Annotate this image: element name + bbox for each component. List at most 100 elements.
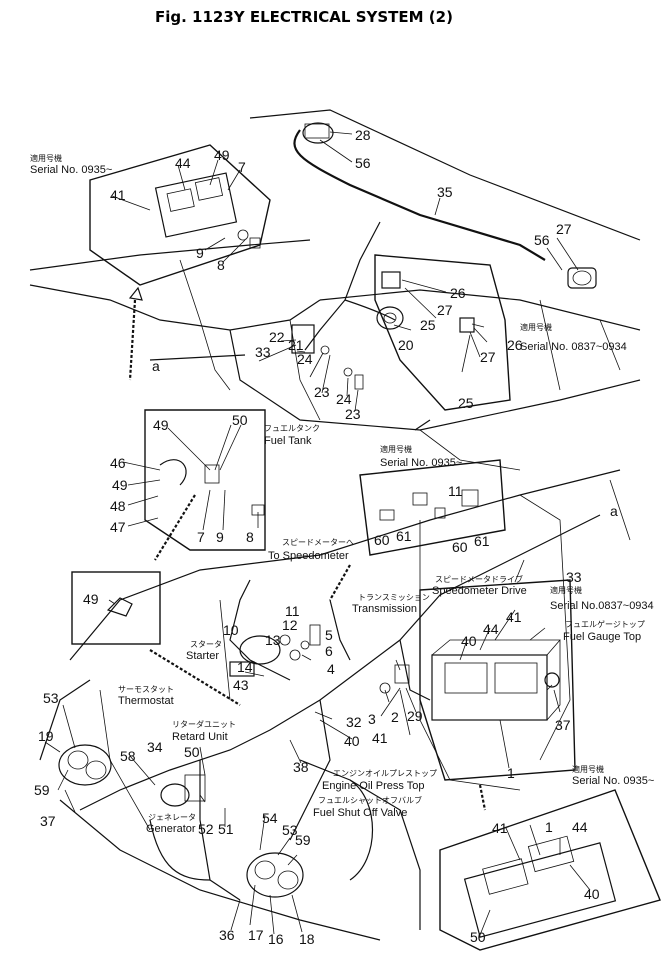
engine-oil-jp: エンジンオイルプレストップ xyxy=(333,769,437,778)
fuel-shut-off-jp: フュエルシャットオフバルブ xyxy=(318,795,422,805)
part-14: 14 xyxy=(237,659,253,675)
inset-rl-serial: Serial No.0837~0934 xyxy=(550,600,654,612)
figure-title: Fig. 1123Y ELECTRICAL SYSTEM (2) xyxy=(155,8,453,26)
speedometer-drive-en: Speedometer Drive xyxy=(432,585,527,597)
transmission-jp: トランスミッション xyxy=(358,593,430,602)
part-19: 19 xyxy=(38,728,54,744)
starter-en: Starter xyxy=(186,650,219,662)
to-speedometer-jp: スピードメーターへ xyxy=(282,538,354,547)
part-49: 49 xyxy=(214,147,230,163)
part-9: 9 xyxy=(196,245,204,261)
part-25b: 25 xyxy=(458,395,474,411)
part-33b: 33 xyxy=(566,569,582,585)
part-56: 56 xyxy=(355,155,371,171)
part-10: 10 xyxy=(223,622,239,638)
part-42: 41 xyxy=(110,187,126,203)
thermostat-en: Thermostat xyxy=(118,695,174,707)
part-49b: 49 xyxy=(153,417,169,433)
part-42c: 41 xyxy=(506,609,522,625)
part-26b: 26 xyxy=(507,337,523,353)
inset-ul-jp: 適用号機 xyxy=(30,153,62,163)
part-5: 5 xyxy=(325,627,333,643)
connection-markers: a a xyxy=(152,358,618,519)
part-45: 46 xyxy=(110,455,126,471)
part-55: 54 xyxy=(262,810,278,826)
part-25: 25 xyxy=(420,317,436,333)
part-56b: 56 xyxy=(534,232,550,248)
retard-unit-en: Retard Unit xyxy=(172,731,228,743)
starter-jp: スタータ xyxy=(190,640,222,649)
part-51: 50 xyxy=(184,744,200,760)
part-13: 13 xyxy=(265,632,281,648)
inset-frames xyxy=(71,144,661,951)
callout-labels: フュエルタンク Fuel Tank スピードメーターへ To Speedomet… xyxy=(118,424,645,835)
part-54b: 53 xyxy=(282,822,298,838)
inset-rm-jp: 適用号機 xyxy=(520,322,552,332)
part-11: 11 xyxy=(448,483,463,499)
part-22: 22 xyxy=(269,329,285,345)
part-36: 36 xyxy=(219,927,235,943)
retard-unit-jp: リターダユニット xyxy=(172,719,236,729)
part-52: 51 xyxy=(218,821,234,837)
part-48: 49 xyxy=(112,477,128,493)
part-43: 44 xyxy=(175,155,191,171)
part-49c: 49 xyxy=(83,591,99,607)
part-12: 12 xyxy=(282,617,298,633)
part-28: 27 xyxy=(556,221,572,237)
serial-labels: 適用号機 Serial No. 0935~ 適用号機 Serial No. 08… xyxy=(30,153,654,787)
part-30: 29 xyxy=(407,708,423,724)
part-3: 3 xyxy=(368,711,376,727)
part-58: 58 xyxy=(120,748,136,764)
fuel-tank-en: Fuel Tank xyxy=(264,435,312,447)
part-1: 1 xyxy=(507,765,515,781)
part-26: 26 xyxy=(450,285,466,301)
part-7b: 7 xyxy=(197,529,205,545)
inset-rl-jp: 適用号機 xyxy=(550,585,582,595)
part-8: 8 xyxy=(217,257,225,273)
truck-body-outline xyxy=(29,109,641,941)
part-9b: 9 xyxy=(216,529,224,545)
part-7: 7 xyxy=(238,159,246,175)
wire-harness xyxy=(79,129,601,901)
part-4: 4 xyxy=(327,661,335,677)
fuel-gauge-top-en: Fuel Gauge Top xyxy=(563,631,641,643)
part-44: 43 xyxy=(233,677,249,693)
part-number-labels: 28 56 35 27 56 26 27 25 20 27 26 25 22 2… xyxy=(34,127,600,947)
part-24: 24 xyxy=(297,351,313,367)
part-60b: 60 xyxy=(452,539,468,555)
part-21: 21 xyxy=(288,337,304,353)
part-2: 2 xyxy=(391,709,399,725)
fuel-tank-jp: フュエルタンク xyxy=(264,424,320,433)
part-59b: 59 xyxy=(295,832,311,848)
inset-rm-serial: Serial No. 0837~0934 xyxy=(520,341,627,353)
component-sketches xyxy=(58,122,617,938)
inset-c-serial: Serial No. 0935~ xyxy=(380,457,462,469)
generator-en: Generator xyxy=(146,823,196,835)
part-43c: 44 xyxy=(572,819,588,835)
part-23: 23 xyxy=(314,384,330,400)
transmission-en: Transmission xyxy=(352,603,417,615)
part-42d: 41 xyxy=(492,820,508,836)
marker-a-left: a xyxy=(152,358,160,374)
part-20: 20 xyxy=(398,337,414,353)
part-41b: 40 xyxy=(584,886,600,902)
part-46: 47 xyxy=(110,519,126,535)
fuel-gauge-top-jp: フュエルゲージトップ xyxy=(565,619,645,629)
engine-oil-en: Engine Oil Press Top xyxy=(322,780,425,792)
part-47: 48 xyxy=(110,498,126,514)
part-42b: 41 xyxy=(372,730,388,746)
fuel-shut-off-en: Fuel Shut Off Valve xyxy=(313,807,407,819)
part-27b: 27 xyxy=(480,349,496,365)
part-50: 50 xyxy=(232,412,248,428)
marker-a-right: a xyxy=(610,503,618,519)
leader-lines xyxy=(44,131,591,936)
part-40: 40 xyxy=(344,733,360,749)
inset-br-jp: 適用号機 xyxy=(572,764,604,774)
part-1b: 1 xyxy=(545,819,553,835)
part-18: 18 xyxy=(299,931,315,947)
part-34: 34 xyxy=(147,739,163,755)
inset-br-serial: Serial No. 0935~ xyxy=(572,775,654,787)
thermostat-jp: サーモスタット xyxy=(118,685,174,694)
